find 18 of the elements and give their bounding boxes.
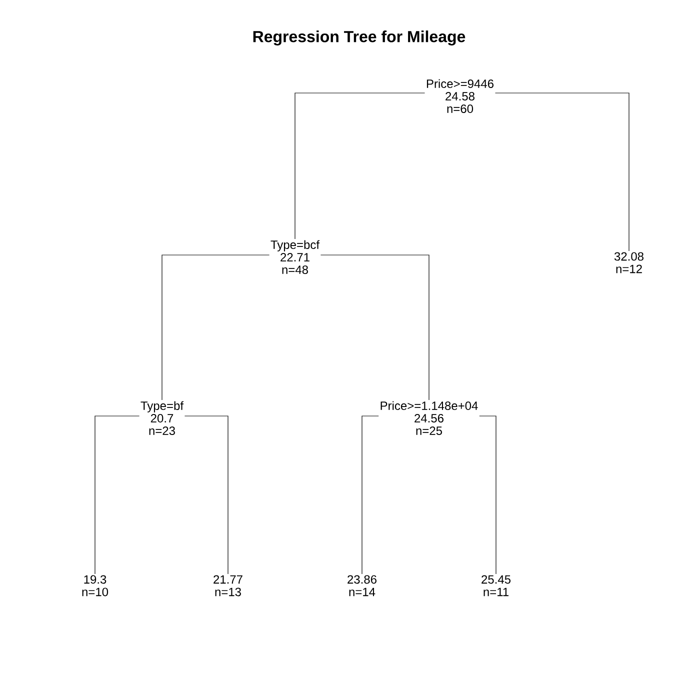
branch-line [320, 254, 430, 400]
split-node-label: Price>=1.148e+04 24.56 n=25 [380, 401, 478, 435]
leaf-node-label: 19.3 n=10 [82, 575, 108, 596]
branch-line [94, 416, 140, 574]
branch-line [362, 416, 379, 574]
split-node-label: Price>=9446 24.58 n=60 [426, 79, 494, 113]
branch-line [184, 416, 228, 574]
split-node-label: Type=bf 20.7 n=23 [140, 401, 184, 435]
leaf-node-label: 23.86 n=14 [348, 575, 376, 596]
leaf-node-label: 32.08 n=12 [614, 252, 644, 274]
title: Regression Tree for Mileage [253, 30, 466, 46]
branch-line [479, 416, 496, 574]
branch-line [162, 254, 270, 400]
split-node-label: Type=bcf 22.71 n=48 [270, 240, 320, 274]
leaf-node-label: 25.45 n=11 [482, 575, 510, 596]
leaf-node-label: 21.77 n=13 [214, 575, 242, 596]
branch-line [494, 92, 630, 252]
branch-line [294, 92, 426, 240]
